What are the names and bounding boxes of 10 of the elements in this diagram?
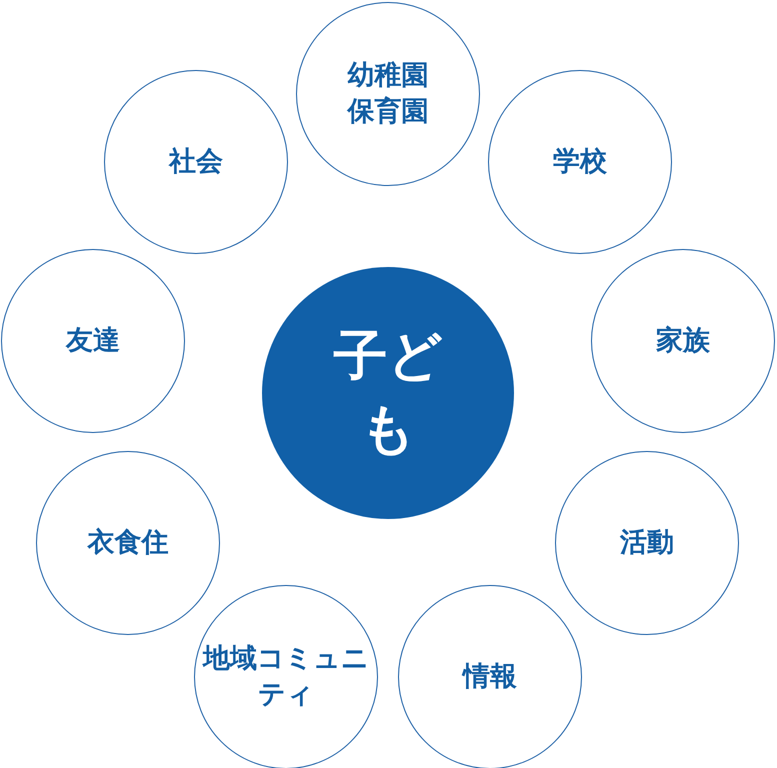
circle-label: 家族 xyxy=(656,324,710,358)
circle-label: 子ども xyxy=(332,323,444,462)
circle-label: 学校 xyxy=(553,144,607,179)
circle-label: 地域コミュニティ xyxy=(203,642,369,712)
circle-label: 情報 xyxy=(463,660,517,694)
circle-label: 衣食住 xyxy=(88,526,168,560)
circle-label: 活動 xyxy=(620,526,674,560)
circle-label: 友達 xyxy=(66,324,120,358)
circle-label: 社会 xyxy=(169,144,223,179)
circle-label: 幼稚園保育園 xyxy=(346,58,430,129)
